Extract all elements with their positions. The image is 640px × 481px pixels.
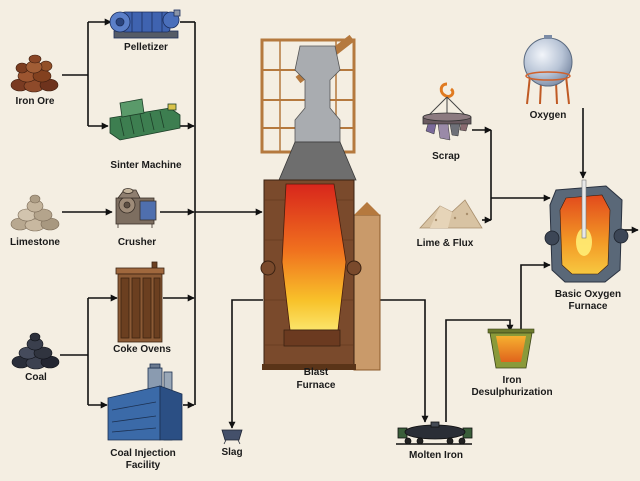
pelletizer-icon xyxy=(109,9,181,39)
bf-tuyere-right xyxy=(346,260,362,276)
bf-top-hopper xyxy=(294,45,341,143)
oxygen-tank-icon xyxy=(523,35,573,105)
label-basic-oxygen-furnace-line2: Furnace xyxy=(568,301,608,312)
lime-flux-pile-icon xyxy=(419,199,483,229)
scrap-crane-magnet-icon xyxy=(422,82,472,141)
coal-pile-icon xyxy=(11,332,60,370)
flow-to-slag xyxy=(228,299,263,429)
iron-ore-pile-icon xyxy=(10,54,59,93)
blast-furnace-icon xyxy=(260,34,381,371)
label-iron-desulphurization-line1: Iron xyxy=(502,375,522,386)
flow-to-desulphurization xyxy=(445,319,514,422)
label-limestone: Limestone xyxy=(9,237,60,248)
flow-to-molten-iron xyxy=(380,299,429,423)
label-coal-injection-line1: Coal Injection xyxy=(110,448,176,459)
label-lime-flux: Lime & Flux xyxy=(416,238,474,249)
oxygen-lance xyxy=(581,179,587,239)
label-crusher: Crusher xyxy=(117,237,157,248)
label-slag: Slag xyxy=(221,447,243,458)
label-scrap: Scrap xyxy=(432,151,460,162)
flow-desulph-to-bof xyxy=(520,261,551,330)
crane-hook-icon xyxy=(439,82,455,98)
label-basic-oxygen-furnace-line1: Basic Oxygen xyxy=(554,289,622,300)
label-iron-desulphurization-line2: Desulphurization xyxy=(471,387,553,398)
label-molten-iron: Molten Iron xyxy=(409,450,463,461)
basic-oxygen-furnace-icon xyxy=(544,179,629,283)
label-sinter-machine: Sinter Machine xyxy=(110,160,182,171)
label-pelletizer: Pelletizer xyxy=(124,42,168,53)
label-blast-furnace-line1: Blast xyxy=(303,367,329,378)
bf-molten-interior xyxy=(281,183,347,331)
coke-ovens-icon xyxy=(115,261,165,343)
flow-lines xyxy=(60,18,639,429)
label-coke-ovens: Coke Ovens xyxy=(113,344,171,355)
slag-ladle-icon xyxy=(221,429,243,445)
label-coal-injection-line2: Facility xyxy=(125,460,161,471)
limestone-pile-icon xyxy=(10,194,60,232)
bf-side-tower xyxy=(353,214,381,371)
label-iron-ore: Iron Ore xyxy=(15,96,55,107)
iron-desulphurization-ladle-icon xyxy=(487,328,535,369)
coal-injection-facility-icon xyxy=(107,363,183,441)
label-oxygen: Oxygen xyxy=(529,110,567,121)
bf-tuyere-left xyxy=(260,260,276,276)
sinter-machine-icon xyxy=(109,98,181,141)
crusher-icon xyxy=(115,188,157,228)
molten-iron-torpedo-car-icon xyxy=(396,421,473,445)
label-blast-furnace-line2: Furnace xyxy=(296,380,336,391)
label-coal: Coal xyxy=(25,372,47,383)
